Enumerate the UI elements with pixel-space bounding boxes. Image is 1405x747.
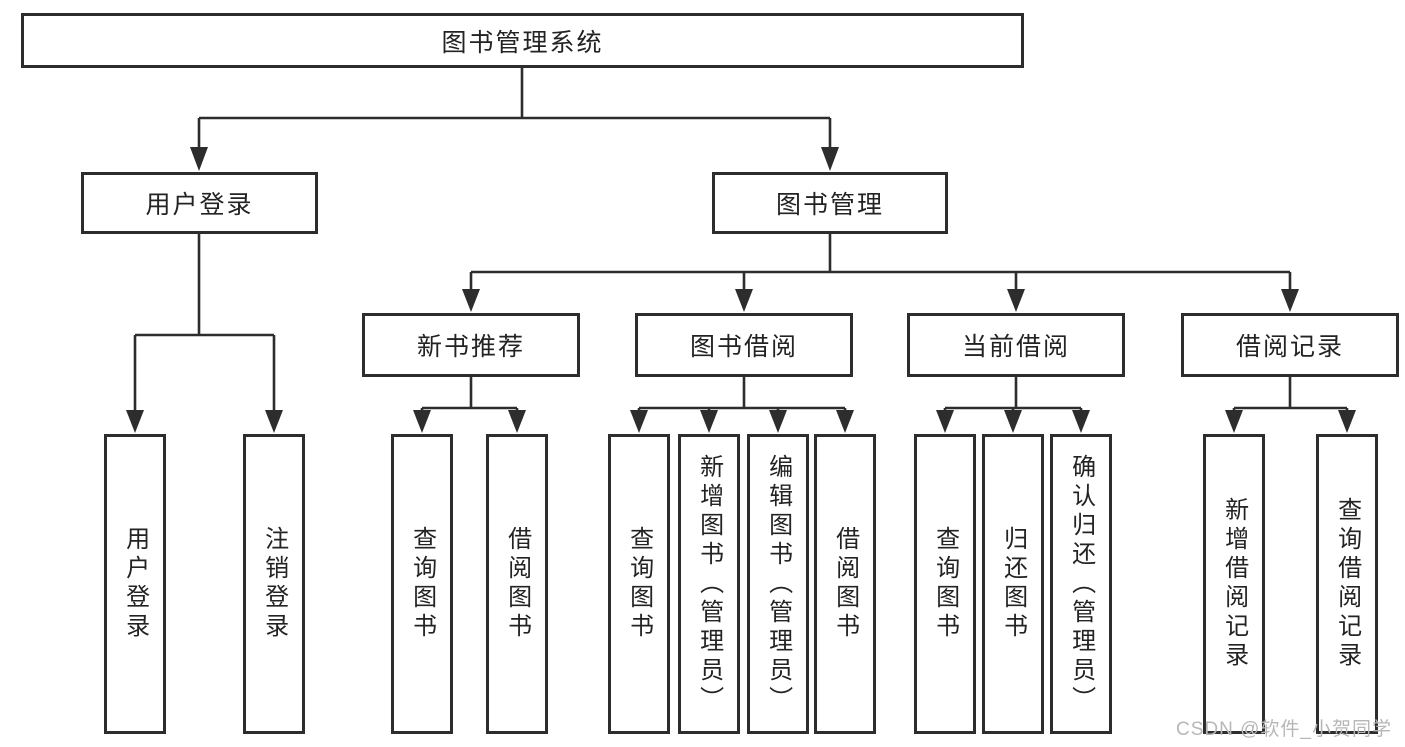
node-label: 用户登录 bbox=[145, 191, 254, 219]
leaf-current-confirm-return-admin: 确认归还（管理员） bbox=[1050, 434, 1112, 734]
node-label: 借阅图书 bbox=[503, 526, 531, 642]
node-label: 新增图书（管理员） bbox=[695, 453, 723, 715]
leaf-user-login: 用户登录 bbox=[104, 434, 166, 734]
node-label: 新增借阅记录 bbox=[1220, 497, 1248, 671]
node-label: 当前借阅 bbox=[961, 333, 1070, 361]
node-borrowing-records: 借阅记录 bbox=[1181, 313, 1399, 377]
leaf-records-add-borrow-record: 新增借阅记录 bbox=[1203, 434, 1265, 734]
leaf-recommend-query-books: 查询图书 bbox=[391, 434, 453, 734]
node-label: 查询图书 bbox=[931, 526, 959, 642]
arrowheads bbox=[126, 147, 1356, 433]
leaf-borrowing-query-books: 查询图书 bbox=[608, 434, 670, 734]
node-library-management-system: 图书管理系统 bbox=[21, 13, 1024, 68]
leaf-borrowing-edit-books-admin: 编辑图书（管理员） bbox=[747, 434, 809, 734]
watermark: CSDN @软件_小贺同学 bbox=[1176, 719, 1392, 740]
node-label: 查询图书 bbox=[408, 526, 436, 642]
leaf-records-query-borrow-record: 查询借阅记录 bbox=[1316, 434, 1378, 734]
node-label: 查询图书 bbox=[625, 526, 653, 642]
node-label: 图书管理 bbox=[775, 191, 884, 219]
leaf-logout: 注销登录 bbox=[243, 434, 305, 734]
leaf-borrowing-add-books-admin: 新增图书（管理员） bbox=[678, 434, 740, 734]
node-book-borrowing: 图书借阅 bbox=[635, 313, 853, 377]
node-label: 用户登录 bbox=[121, 526, 149, 642]
node-label: 查询借阅记录 bbox=[1333, 497, 1361, 671]
node-current-borrowing: 当前借阅 bbox=[907, 313, 1125, 377]
node-label: 借阅记录 bbox=[1235, 333, 1344, 361]
node-label: 图书借阅 bbox=[689, 333, 798, 361]
node-label: 编辑图书（管理员） bbox=[764, 453, 792, 715]
leaf-borrowing-borrow-books: 借阅图书 bbox=[814, 434, 876, 734]
node-label: 借阅图书 bbox=[831, 526, 859, 642]
node-label: 归还图书 bbox=[999, 526, 1027, 642]
node-user-login: 用户登录 bbox=[81, 172, 318, 234]
node-label: 注销登录 bbox=[260, 526, 288, 642]
node-label: 确认归还（管理员） bbox=[1067, 453, 1095, 715]
leaf-recommend-borrow-books: 借阅图书 bbox=[486, 434, 548, 734]
node-book-management: 图书管理 bbox=[712, 172, 948, 234]
node-label: 新书推荐 bbox=[416, 333, 525, 361]
leaf-current-return-books: 归还图书 bbox=[982, 434, 1044, 734]
node-new-book-recommendation: 新书推荐 bbox=[362, 313, 580, 377]
leaf-current-query-books: 查询图书 bbox=[914, 434, 976, 734]
node-label: 图书管理系统 bbox=[441, 28, 604, 57]
